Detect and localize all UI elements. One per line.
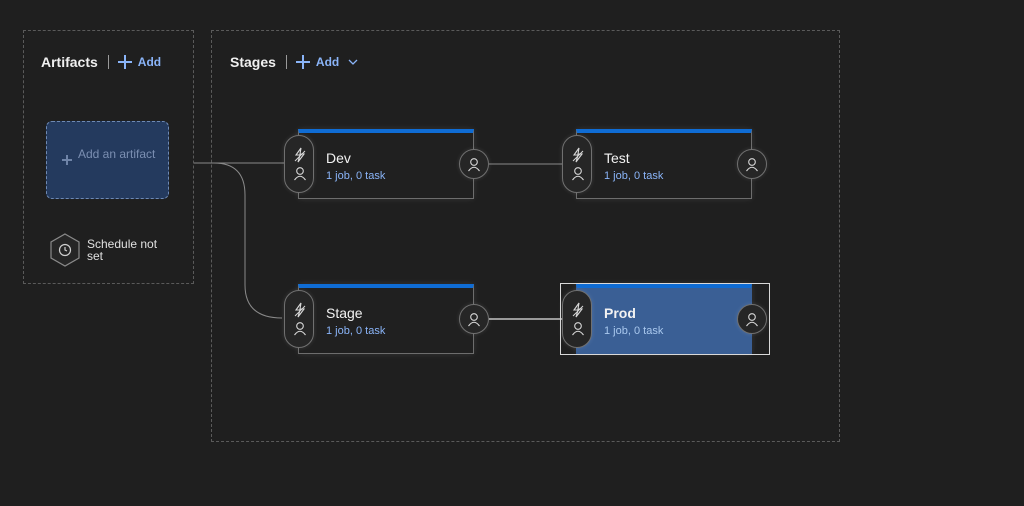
pre-deployment-conditions[interactable]	[284, 290, 314, 348]
header-separator	[107, 55, 109, 69]
person-icon	[291, 166, 308, 182]
person-icon	[468, 312, 480, 326]
lightning-icon	[569, 302, 586, 318]
stage-summary[interactable]: 1 job, 0 task	[604, 325, 664, 337]
plus-icon	[295, 55, 310, 69]
stage-card-test[interactable]: Test 1 job, 0 task	[576, 129, 752, 199]
stages-panel	[211, 30, 840, 442]
stages-header: Stages Add	[230, 54, 358, 70]
stage-name: Stage	[326, 305, 363, 321]
post-deployment-conditions[interactable]	[737, 149, 767, 179]
schedule-label: Schedule not set	[87, 237, 158, 263]
add-an-artifact-label: Add an artifact	[78, 147, 156, 161]
stage-card-stage[interactable]: Stage 1 job, 0 task	[298, 284, 474, 354]
lightning-icon	[291, 302, 308, 318]
clock-icon	[50, 233, 80, 267]
add-stage-label: Add	[315, 55, 340, 69]
header-separator	[285, 55, 287, 69]
stage-stage: Stage 1 job, 0 task	[284, 284, 489, 354]
add-an-artifact-tile[interactable]: Add an artifact	[46, 121, 169, 199]
stage-name: Dev	[326, 150, 351, 166]
pre-deployment-conditions[interactable]	[562, 290, 592, 348]
person-icon	[569, 321, 586, 337]
pre-deployment-conditions[interactable]	[562, 135, 592, 193]
stage-summary[interactable]: 1 job, 0 task	[326, 325, 386, 337]
person-icon	[746, 157, 758, 171]
add-artifact-button[interactable]: Add	[117, 55, 162, 69]
add-stage-button[interactable]: Add	[295, 55, 358, 69]
artifacts-panel	[23, 30, 194, 284]
lightning-icon	[291, 147, 308, 163]
person-icon	[569, 166, 586, 182]
stage-prod: Prod 1 job, 0 task	[562, 284, 767, 354]
stage-dev: Dev 1 job, 0 task	[284, 129, 489, 199]
lightning-icon	[569, 147, 586, 163]
schedule-trigger[interactable]: Schedule not set	[49, 233, 157, 272]
add-artifact-label: Add	[137, 55, 162, 69]
plus-icon	[117, 55, 132, 69]
stage-test: Test 1 job, 0 task	[562, 129, 767, 199]
stage-card-dev[interactable]: Dev 1 job, 0 task	[298, 129, 474, 199]
person-icon	[468, 157, 480, 171]
connector-artifact-to-stage	[213, 162, 283, 319]
person-icon	[291, 321, 308, 337]
stage-summary[interactable]: 1 job, 0 task	[604, 170, 664, 182]
plus-icon	[62, 155, 72, 165]
artifacts-header: Artifacts Add	[41, 54, 161, 70]
stage-card-prod[interactable]: Prod 1 job, 0 task	[576, 284, 752, 354]
pre-deployment-conditions[interactable]	[284, 135, 314, 193]
post-deployment-conditions[interactable]	[459, 304, 489, 334]
stage-name: Test	[604, 150, 630, 166]
post-deployment-conditions[interactable]	[459, 149, 489, 179]
stage-summary[interactable]: 1 job, 0 task	[326, 170, 386, 182]
stages-title: Stages	[230, 54, 276, 70]
artifacts-title: Artifacts	[41, 54, 98, 70]
person-icon	[746, 312, 758, 326]
stage-name: Prod	[604, 305, 636, 321]
post-deployment-conditions[interactable]	[737, 304, 767, 334]
chevron-down-icon	[348, 59, 358, 65]
